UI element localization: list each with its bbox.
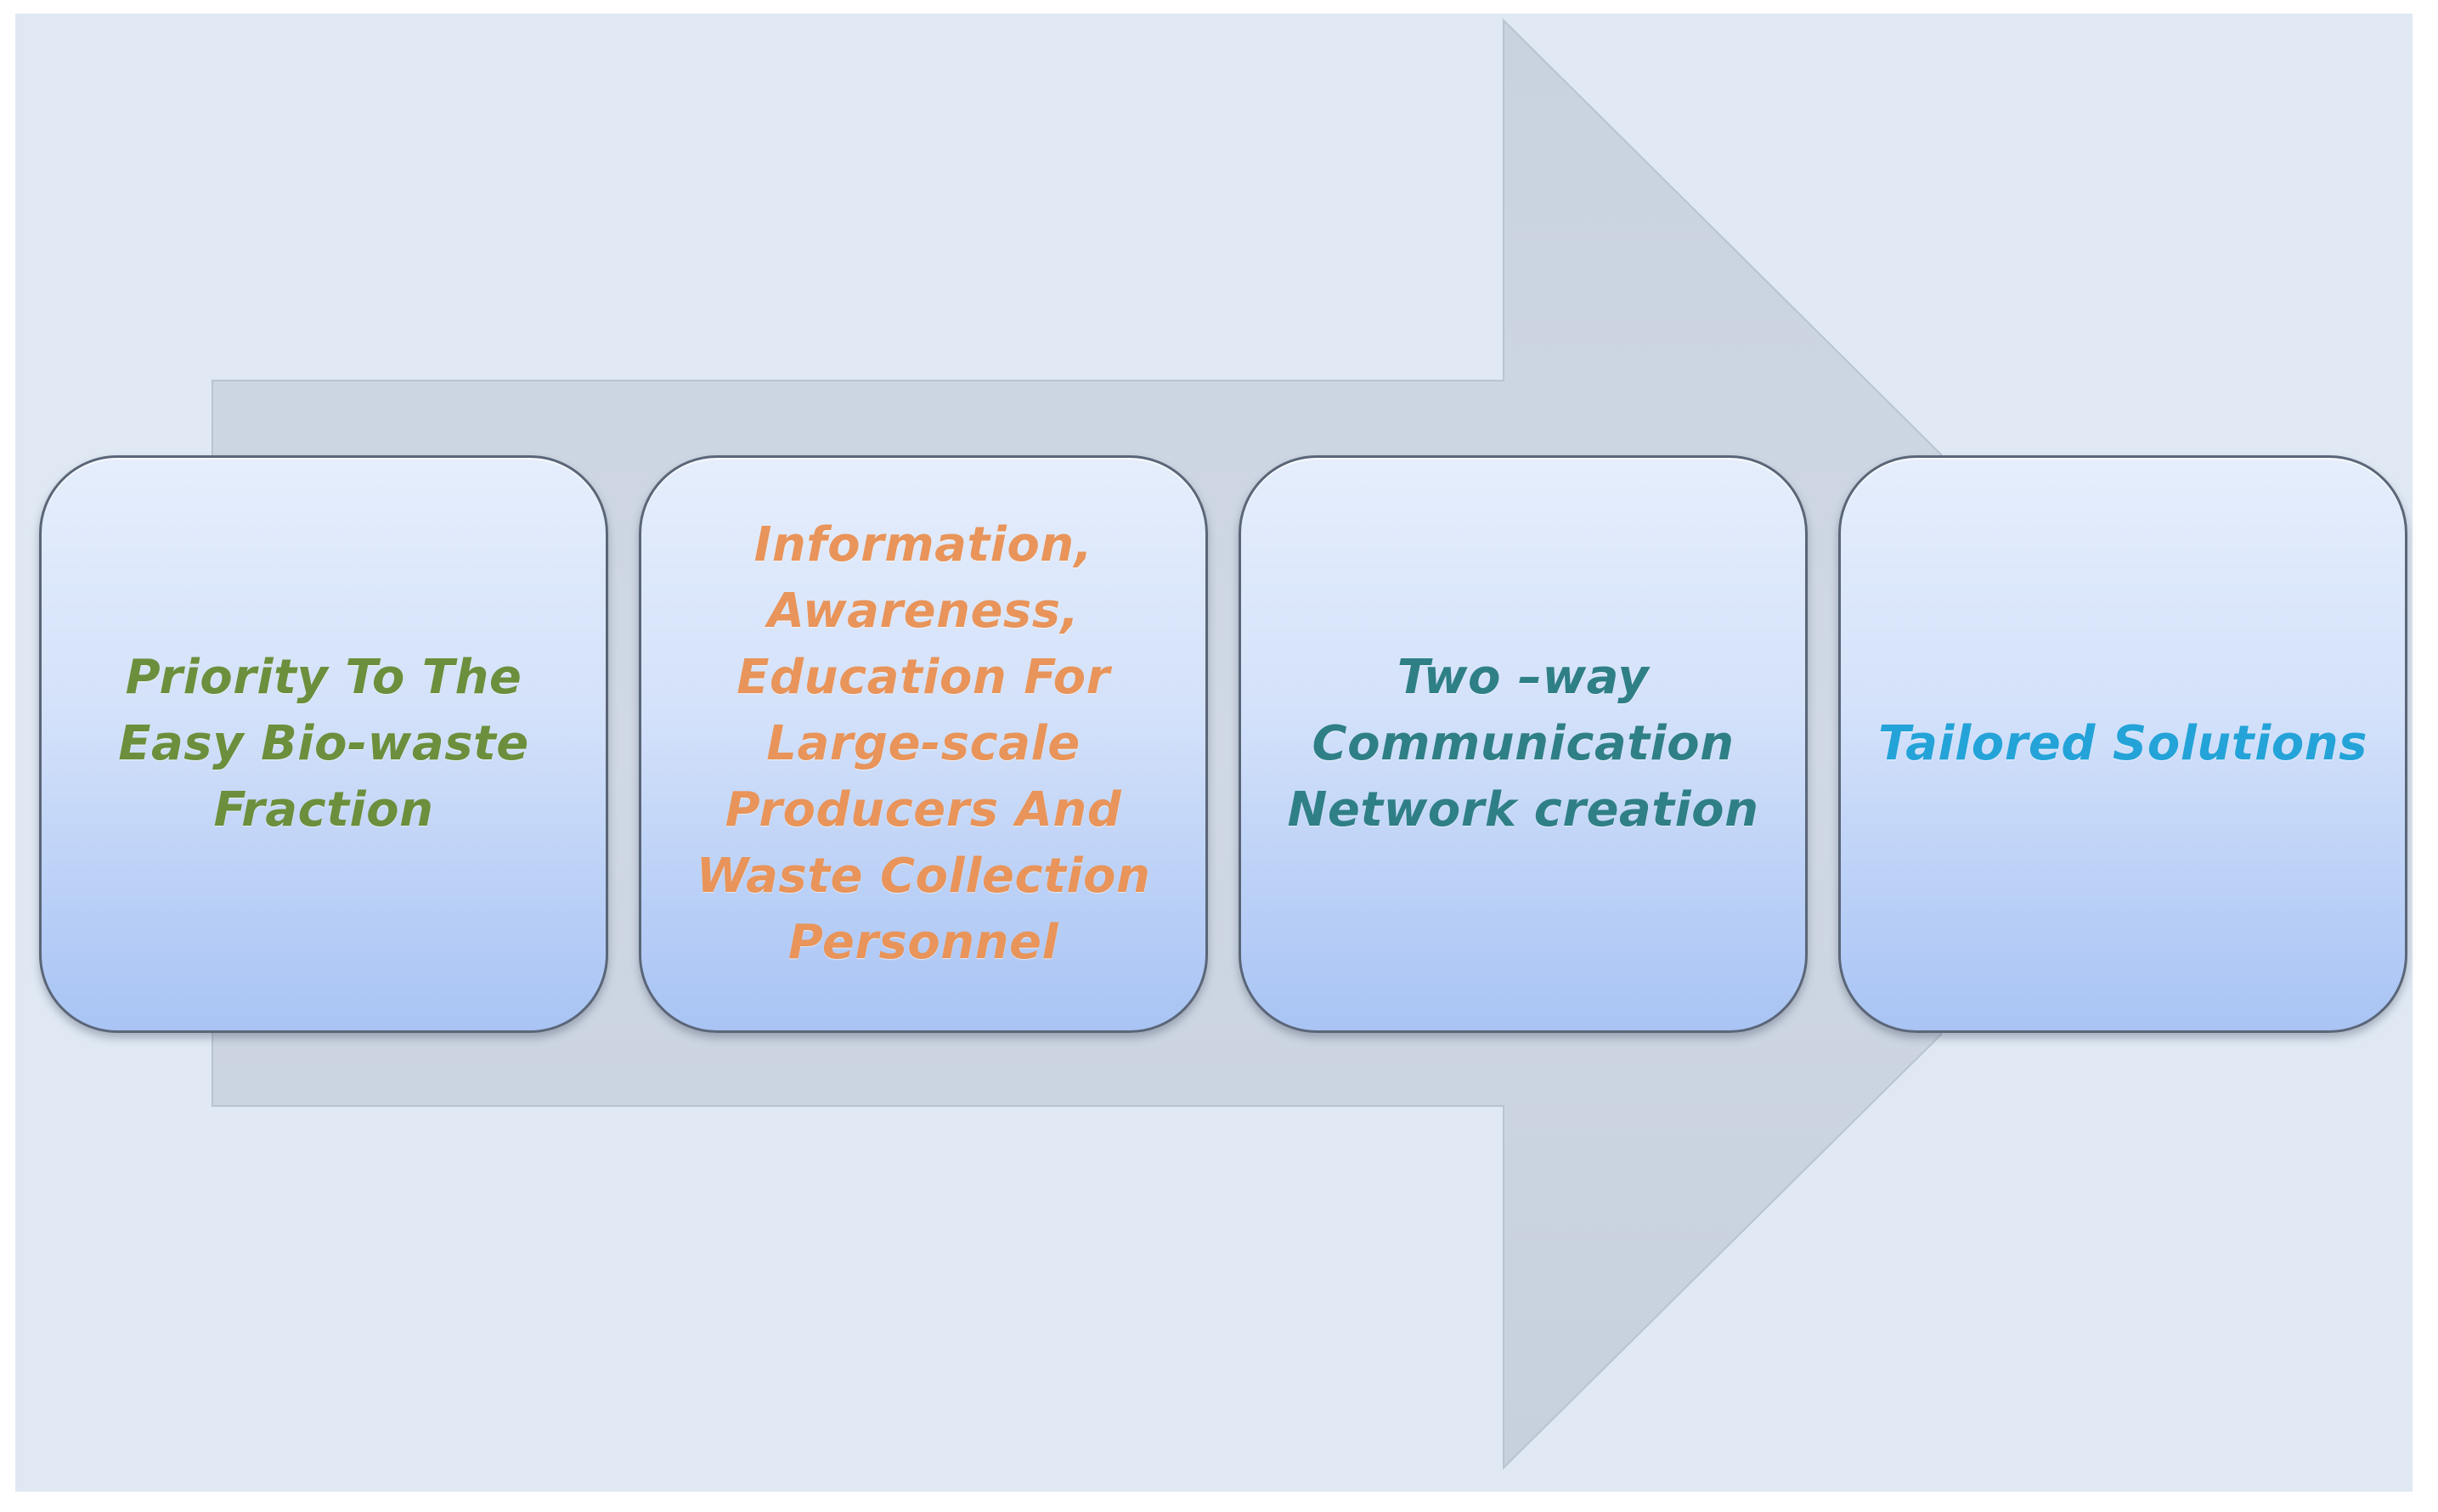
step-box-tailored: Tailored Solutions bbox=[1838, 455, 2407, 1033]
step-label-information: Information, Awareness, Education For La… bbox=[696, 517, 1151, 970]
step-label-communication: Two –way Communication Network creation bbox=[1287, 650, 1759, 838]
step-box-communication: Two –way Communication Network creation bbox=[1239, 455, 1808, 1033]
step-box-information: Information, Awareness, Education For La… bbox=[639, 455, 1208, 1033]
step-label-tailored: Tailored Solutions bbox=[1878, 716, 2367, 771]
step-label-priority: Priority To The Easy Bio-waste Fraction bbox=[118, 650, 529, 838]
step-box-priority: Priority To The Easy Bio-waste Fraction bbox=[39, 455, 608, 1033]
